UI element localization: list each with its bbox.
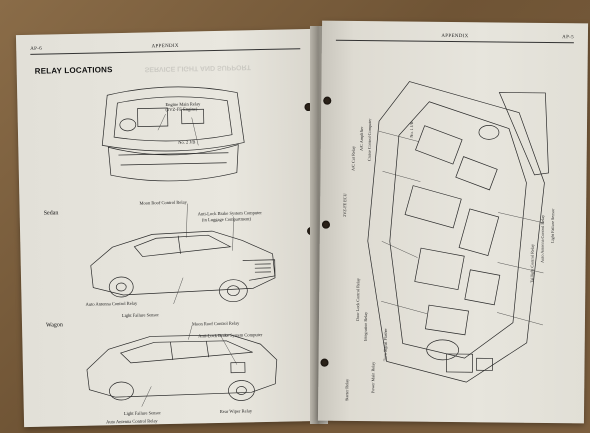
wagon-moon-roof-label: Moon Roof Control Relay	[191, 320, 240, 327]
callout-door-lock-control-relay: Door Lock Control Relay	[354, 278, 361, 322]
sedan-drawing	[90, 203, 276, 304]
callout-light-failure-sensor: Light Failure Sensor	[549, 208, 556, 244]
callout-starter-relay: Starter Relay	[344, 378, 350, 401]
callout-cruise-control-computer: Cruise Control Computer	[366, 118, 373, 162]
sedan-section-label: Sedan	[43, 210, 59, 217]
callout-no1-jb: No. 1 J/B	[408, 121, 415, 138]
callout-ac-cut-relay: A/C Cut Relay	[350, 146, 356, 171]
engine-bay-drawing	[101, 86, 245, 182]
callout-turn-signal-flasher: Turn Signal Flasher	[382, 328, 388, 362]
right-page-header: APPENDIX AP-5	[335, 32, 574, 44]
wagon-auto-antenna-label: Auto Antenna Control Relay	[105, 418, 158, 425]
callout-ac-amplifier: A/C Amplifier	[358, 126, 364, 152]
wagon-rear-wiper-label: Rear Wiper Relay	[219, 408, 253, 414]
wagon-section-label: Wagon	[45, 322, 63, 329]
wagon-light-failure-label: Light Failure Sensor	[123, 410, 161, 416]
no2-jb-label: No. 2 J/B	[178, 139, 196, 145]
callout-auto-antenna-control-relay: Auto Antenna Control Relay	[539, 214, 546, 263]
callout-power-main-relay: Power Main Relay	[370, 361, 376, 394]
right-page: APPENDIX AP-5	[317, 20, 589, 424]
left-page: AP-6 APPENDIX RELAY LOCATIONS SERVICE LI…	[15, 28, 323, 428]
dashboard-relay-drawing	[367, 81, 549, 383]
sedan-moon-roof-label: Moon Roof Control Relay	[139, 199, 187, 206]
show-through-text: SERVICE LIGHT AND SUPPORT	[144, 63, 251, 73]
relay-locations-title: RELAY LOCATIONS	[34, 65, 113, 76]
right-page-header-title: APPENDIX	[441, 33, 469, 40]
callout-2vz-fe-ecu: 2VZ-FE ECU	[342, 193, 348, 217]
binder-hole-right-top	[323, 96, 332, 105]
binder-hole-right-middle	[321, 220, 331, 229]
engine-main-relay-label: Engine Main Relay (2VZ-FE Engine)	[165, 101, 201, 113]
left-page-header: AP-6 APPENDIX	[30, 41, 301, 55]
callout-taillight-control-relay: Taillight Control Relay	[529, 244, 535, 283]
sedan-auto-antenna-label: Auto Antenna Control Relay	[85, 300, 138, 307]
wagon-drawing	[86, 325, 278, 407]
binder-hole-right-bottom	[320, 358, 329, 367]
callout-integration-relay: Integration Relay	[362, 311, 369, 342]
open-manual: AP-6 APPENDIX RELAY LOCATIONS SERVICE LI…	[8, 6, 589, 430]
sedan-light-failure-label: Light Failure Sensor	[121, 312, 159, 319]
left-page-header-title: APPENDIX	[151, 43, 179, 50]
